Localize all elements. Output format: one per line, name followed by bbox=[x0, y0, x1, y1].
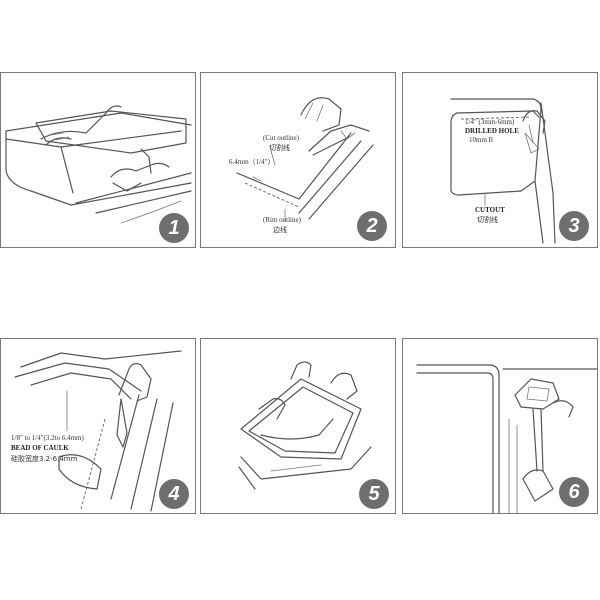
step-5-panel: 5 bbox=[200, 338, 396, 514]
cut-outline-cn-label: 切割线 bbox=[269, 144, 290, 152]
cutout-cn-label: 切割线 bbox=[477, 216, 498, 224]
step-badge-1: 1 bbox=[159, 213, 189, 243]
cut-outline-label: (Cut outline) bbox=[263, 134, 299, 142]
step-badge-6: 6 bbox=[559, 477, 589, 507]
step-2-illustration bbox=[236, 97, 374, 222]
rim-outline-cn-label: 边线 bbox=[273, 226, 287, 234]
step-4-illustration bbox=[14, 350, 182, 512]
drilled-hole-label: DRILLED HOLE bbox=[465, 127, 519, 135]
step-6-illustration bbox=[416, 364, 597, 513]
step-4-panel: 1/8" to 1/4"(3.2to 6.4mm) BEAD OF CAULK … bbox=[0, 338, 196, 514]
step-badge-5: 5 bbox=[359, 479, 389, 509]
rim-outline-label: (Rim outline) bbox=[263, 216, 301, 224]
step-3-illustration bbox=[450, 98, 556, 244]
cutout-label: CUTOUT bbox=[475, 206, 505, 214]
step-1-illustration bbox=[5, 105, 192, 224]
drilled-hole-size-label: 1/4" (3mm-6mm) bbox=[465, 118, 515, 126]
step-2-panel: (Cut outline) 切割线 6.4mm（1/4"） (Rim outli… bbox=[200, 72, 396, 248]
step-6-panel: 6 bbox=[402, 338, 598, 514]
step-badge-2: 2 bbox=[357, 211, 387, 241]
bead-of-caulk-label: BEAD OF CAULK bbox=[11, 444, 69, 452]
step-badge-4: 4 bbox=[159, 479, 189, 509]
caulk-cn-label: 硅胶宽度3.2-6.4mm bbox=[11, 455, 78, 463]
step-5-illustration bbox=[238, 361, 372, 490]
dimension-label: 6.4mm（1/4"） bbox=[229, 158, 275, 166]
step-badge-3: 3 bbox=[559, 211, 589, 241]
step-3-panel: 1/4" (3mm-6mm) DRILLED HOLE 10mm R CUTOU… bbox=[402, 72, 598, 248]
caulk-size-label: 1/8" to 1/4"(3.2to 6.4mm) bbox=[11, 434, 84, 442]
step-1-panel: 1 bbox=[0, 72, 196, 248]
drilled-hole-radius-label: 10mm R bbox=[469, 136, 494, 144]
